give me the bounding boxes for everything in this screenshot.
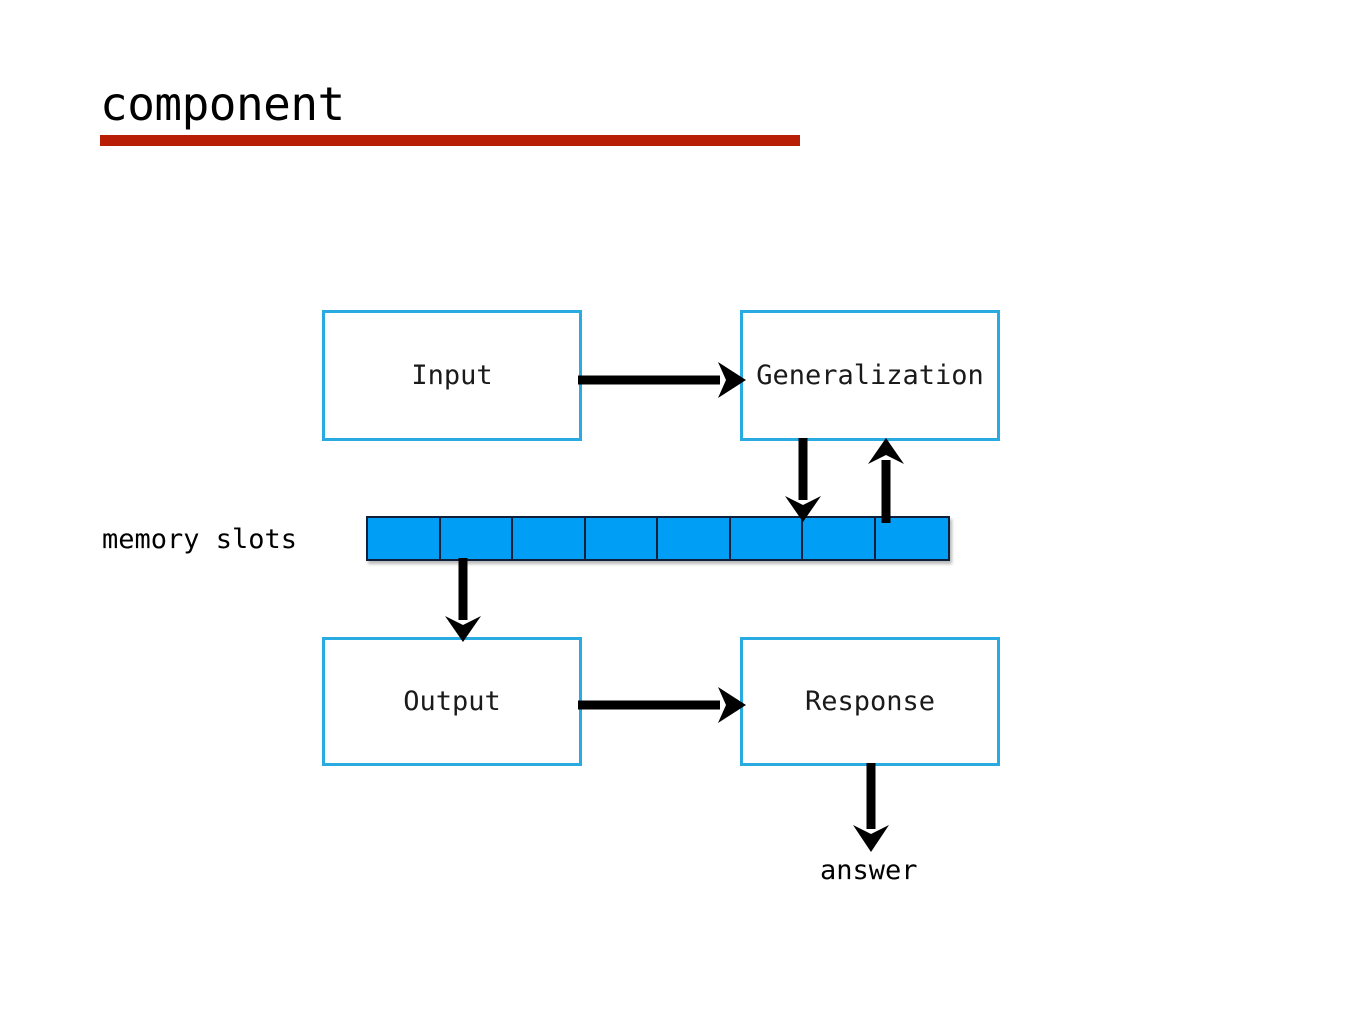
memory-slots-strip[interactable]	[366, 516, 950, 561]
flow-box-output-label: Output	[403, 686, 501, 717]
memory-slot[interactable]	[585, 518, 658, 559]
flow-box-response[interactable]: Response	[740, 637, 1000, 766]
arrow-memory-to-generalization-icon	[868, 438, 904, 523]
flow-box-output[interactable]: Output	[322, 637, 582, 766]
page-title: component	[100, 77, 345, 131]
memory-slot[interactable]	[658, 518, 731, 559]
answer-label: answer	[820, 855, 918, 886]
memory-slot[interactable]	[875, 518, 948, 559]
arrow-input-to-generalization-icon	[578, 362, 746, 398]
flow-box-response-label: Response	[804, 686, 936, 717]
flow-box-input-label: Input	[411, 360, 493, 391]
memory-slots-label: memory slots	[102, 524, 298, 555]
memory-slot[interactable]	[803, 518, 876, 559]
arrow-memory-to-output-icon	[445, 558, 481, 642]
memory-slot[interactable]	[440, 518, 513, 559]
flow-box-generalization[interactable]: Generalization	[740, 310, 1000, 441]
title-underline-rule	[100, 135, 800, 146]
memory-slot[interactable]	[513, 518, 586, 559]
arrow-output-to-response-icon	[578, 687, 746, 723]
arrow-generalization-to-memory-icon	[785, 438, 821, 522]
flow-box-generalization-label: Generalization	[756, 360, 984, 391]
memory-slot[interactable]	[368, 518, 441, 559]
arrow-response-to-answer-icon	[853, 763, 889, 852]
flow-box-input[interactable]: Input	[322, 310, 582, 441]
memory-slot[interactable]	[730, 518, 803, 559]
